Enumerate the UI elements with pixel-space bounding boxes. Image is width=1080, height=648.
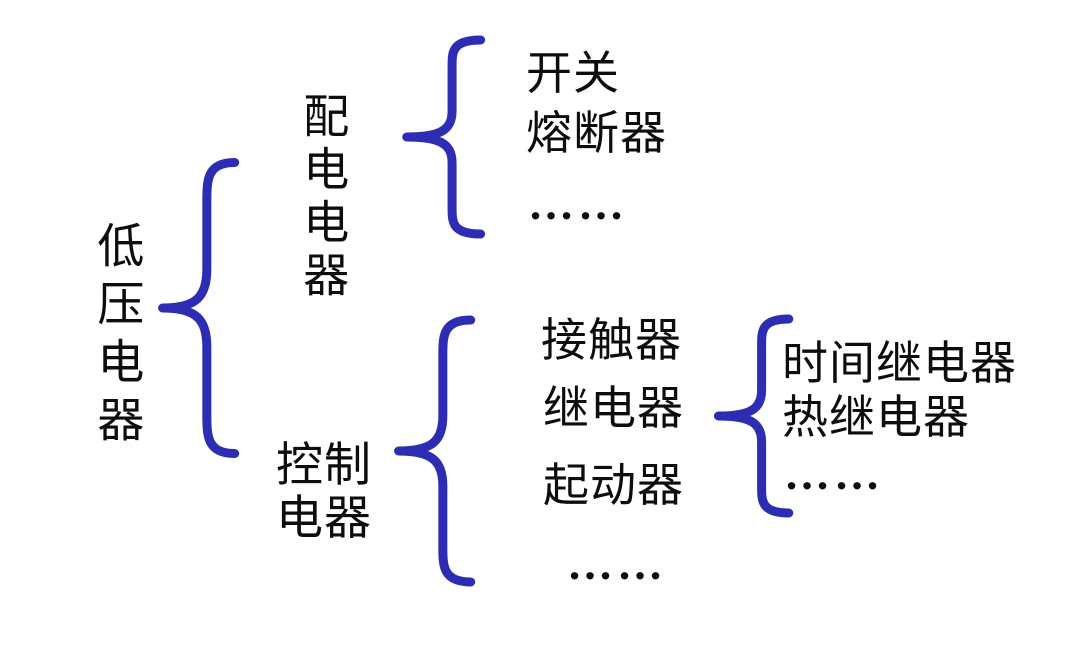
distribution-ellipsis: …… — [528, 178, 628, 229]
item-thermal-relay: 热继电器 — [782, 392, 970, 443]
distribution-brace-icon — [400, 37, 484, 237]
item-starter: 起动器 — [543, 460, 684, 511]
relay-ellipsis: …… — [784, 448, 884, 499]
control-brace-icon — [392, 316, 474, 586]
item-relay: 继电器 — [543, 383, 684, 434]
root-label: 低压电器 — [89, 221, 142, 453]
control-ellipsis: …… — [567, 538, 667, 589]
control-branch-label: 控制 电器 — [276, 440, 372, 546]
item-switch: 开关 — [526, 48, 620, 99]
control-branch-label-line1: 控制 — [276, 440, 372, 492]
distribution-branch-label: 配电电器 — [297, 92, 349, 304]
control-branch-label-line2: 电器 — [276, 493, 372, 545]
root-brace-icon — [156, 158, 238, 458]
relay-brace-icon — [712, 316, 792, 516]
item-time-relay: 时间继电器 — [782, 338, 1017, 389]
item-contactor: 接触器 — [541, 315, 682, 366]
item-fuse: 熔断器 — [526, 108, 667, 159]
